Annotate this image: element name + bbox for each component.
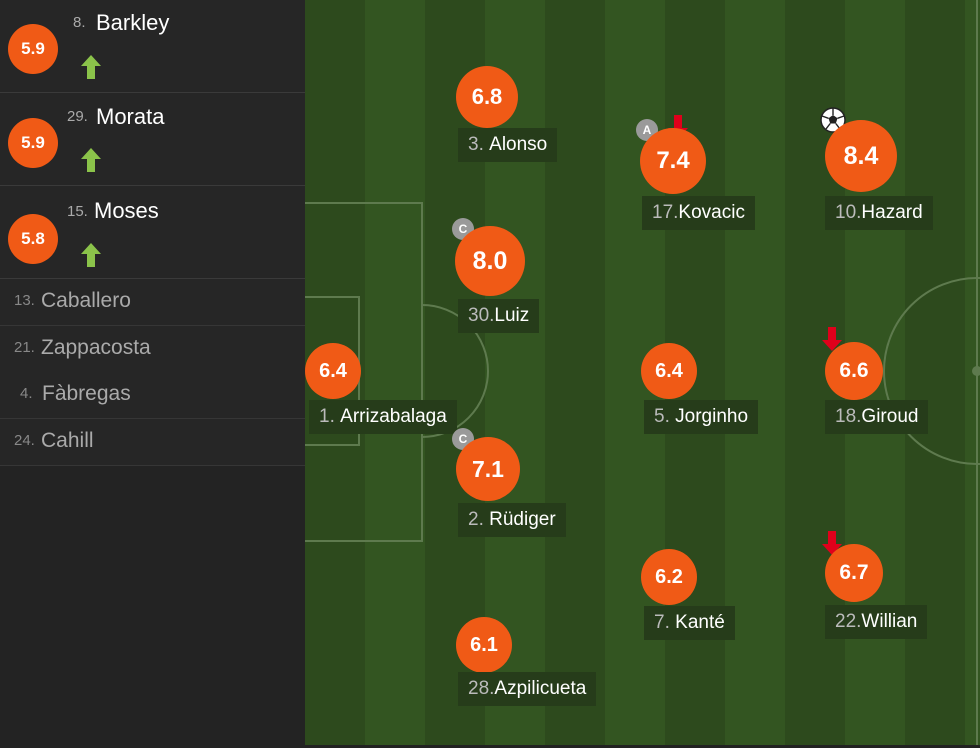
player-number: 24.: [14, 432, 35, 449]
player-name: Fàbregas: [42, 382, 131, 405]
arrow-up-icon: [81, 55, 101, 79]
substitutes-panel: 5.9 8. Barkley 5.9 29. Morata 5.8 15. Mo…: [0, 0, 305, 748]
player-number: 13.: [14, 292, 35, 309]
player-number: 4.: [20, 385, 33, 402]
player-label: 22.Willian: [825, 605, 928, 639]
rating-badge: 5.9: [8, 118, 58, 168]
player-number: 8.: [73, 14, 86, 31]
rating-badge: 7.4: [640, 128, 706, 194]
rating-badge: 8.4: [825, 120, 897, 192]
rating-badge: 5.8: [8, 214, 58, 264]
player-label: 3. Alonso: [458, 128, 558, 162]
player-label: 17.Kovacic: [642, 196, 755, 230]
sub-row-moses[interactable]: 5.8 15. Moses: [0, 186, 305, 279]
player-name: Barkley: [96, 10, 170, 35]
rating-badge: 6.1: [456, 617, 512, 673]
player-label: 5. Jorginho: [644, 400, 759, 434]
player-label: 1. Arrizabalaga: [309, 400, 457, 434]
bench-row-caballero[interactable]: 13. Caballero: [0, 279, 305, 326]
bench-row-cahill[interactable]: 24. Cahill: [0, 419, 305, 466]
pitch: 6.4 1. Arrizabalaga 6.8 3. Alonso C 8.0 …: [305, 0, 980, 745]
rating-badge: 5.9: [8, 24, 58, 74]
player-name: Moses: [94, 198, 159, 223]
player-label: 2. Rüdiger: [458, 503, 566, 537]
bench-row-zappacosta[interactable]: 21. Zappacosta: [0, 326, 305, 373]
sub-row-morata[interactable]: 5.9 29. Morata: [0, 93, 305, 186]
player-label: 7. Kanté: [644, 606, 735, 640]
rating-badge: 6.8: [456, 66, 518, 128]
player-number: 29.: [67, 108, 88, 125]
player-number: 15.: [67, 203, 88, 220]
rating-badge: 7.1: [456, 437, 520, 501]
rating-badge: 6.6: [825, 342, 883, 400]
player-name: Morata: [96, 104, 165, 129]
player-name: Cahill: [41, 429, 94, 452]
arrow-up-icon: [81, 148, 101, 172]
player-name: Zappacosta: [41, 336, 151, 359]
rating-badge: 6.4: [305, 343, 361, 399]
arrow-down-icon: [822, 327, 842, 351]
rating-badge: 6.2: [641, 549, 697, 605]
rating-badge: 6.7: [825, 544, 883, 602]
player-name: Caballero: [41, 289, 131, 312]
arrow-up-icon: [81, 243, 101, 267]
rating-badge: 8.0: [455, 226, 525, 296]
rating-badge: 6.4: [641, 343, 697, 399]
sub-row-barkley[interactable]: 5.9 8. Barkley: [0, 0, 305, 93]
player-label: 30.Luiz: [458, 299, 540, 333]
player-label: 10.Hazard: [825, 196, 933, 230]
player-label: 28.Azpilicueta: [458, 672, 597, 706]
player-number: 21.: [14, 339, 35, 356]
bench-row-fabregas[interactable]: 4. Fàbregas: [0, 372, 305, 419]
player-label: 18.Giroud: [825, 400, 929, 434]
